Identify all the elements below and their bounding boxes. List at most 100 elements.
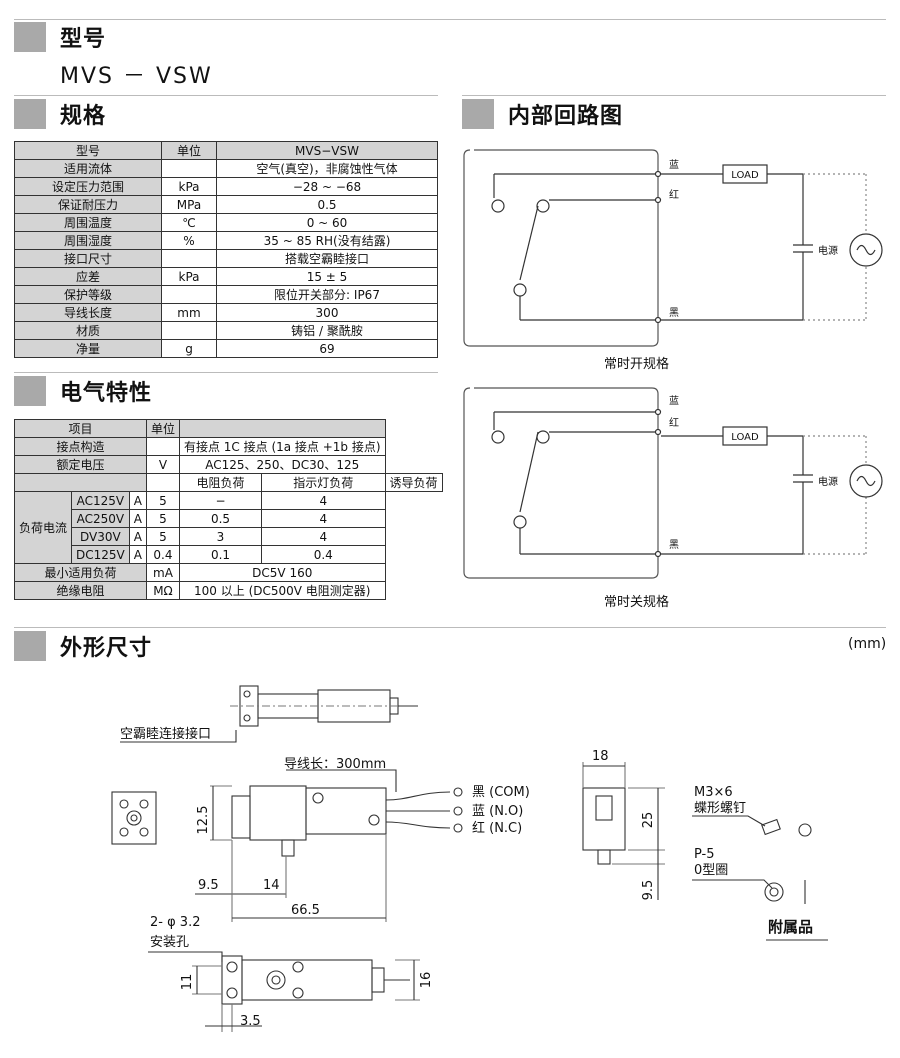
table-cell: 4 [260, 527, 386, 546]
spec-header: MVS−VSW [216, 141, 438, 160]
label-red: 红 [669, 188, 679, 201]
table-cell: A [128, 509, 147, 528]
table-cell: 接口尺寸 [14, 249, 162, 268]
table-cell: 材质 [14, 321, 162, 340]
section-title: 型号 [60, 27, 107, 52]
wire-red-label: 红 (N.C) [472, 820, 522, 836]
screw-spec: M3×6 [694, 785, 733, 800]
dim-12-5: 12.5 [196, 806, 211, 835]
table-cell: 0.5 [216, 195, 438, 214]
label-black: 黑 [669, 307, 679, 319]
table-cell: 导线长度 [14, 303, 162, 322]
model-value: MVS － VSW [60, 64, 213, 89]
port-label: 空霸睦连接接口 [120, 726, 211, 742]
oring-spec: P-5 [694, 847, 715, 862]
table-row: 接口尺寸 搭载空霸睦接口 [14, 249, 438, 268]
load-label: 负荷电流 [13, 491, 73, 564]
table-cell: 周围湿度 [14, 231, 162, 250]
table-cell: 净量 [14, 339, 162, 358]
dim-9-5-side: 9.5 [641, 880, 656, 901]
insulation-label: 绝缘电阻 [14, 581, 147, 600]
table-cell: A [128, 545, 147, 564]
table-row: 适用流体空气(真空)，非腐蚀性气体 [14, 159, 438, 178]
oring-label: 0型圈 [694, 863, 728, 878]
min-load-label: 最小适用负荷 [14, 563, 147, 582]
divider [14, 372, 438, 373]
table-cell: 0.4 [260, 545, 386, 564]
table-cell: 铸铝 / 聚酰胺 [216, 321, 438, 340]
table-cell: 300 [216, 303, 438, 322]
label-red: 红 [669, 416, 679, 429]
table-cell: 5 [145, 527, 180, 546]
table-cell: % [161, 231, 217, 250]
table-cell: 4 [260, 491, 386, 510]
table-cell: MPa [161, 195, 217, 214]
divider [14, 19, 886, 20]
load-header: 诱导负荷 [384, 473, 443, 492]
table-cell: AC125V [71, 491, 130, 510]
section-header-dims: 外形尺寸 [14, 631, 152, 661]
table-cell: 保证耐压力 [14, 195, 162, 214]
section-title: 内部回路图 [508, 104, 624, 129]
table-cell: 0 ~ 60 [216, 213, 438, 232]
divider [14, 627, 886, 628]
dim-11: 11 [180, 974, 195, 991]
section-header-spec: 规格 [14, 99, 106, 129]
table-row: 周围湿度%35 ~ 85 RH(没有结露) [14, 231, 438, 250]
table-cell: 0.1 [178, 545, 262, 564]
table-cell: 设定压力范围 [14, 177, 162, 196]
table-cell: 应差 [14, 267, 162, 286]
table-cell: 适用流体 [14, 159, 162, 178]
lead-length-label: 导线长：300mm [284, 757, 386, 772]
dim-66-5: 66.5 [291, 903, 320, 918]
spec-header: 单位 [161, 141, 217, 160]
contact-value: 有接点 1C 接点 (1a 接点 +1b 接点) [178, 437, 386, 456]
section-header-circuit: 内部回路图 [462, 99, 623, 129]
mounting-holes-label: 安装孔 [150, 935, 189, 950]
load-header: 电阻负荷 [178, 473, 262, 492]
table-cell: 搭载空霸睦接口 [216, 249, 438, 268]
voltage-unit: V [145, 455, 180, 474]
table-cell: A [128, 491, 147, 510]
dim-3-5: 3.5 [240, 1014, 261, 1029]
wire-black-label: 黑 (COM) [472, 785, 530, 800]
col-item: 项目 [14, 419, 147, 438]
table-cell [161, 285, 217, 304]
table-cell: 0.4 [145, 545, 180, 564]
screw-label: 蝶形螺钉 [694, 801, 746, 816]
table-cell: kPa [161, 267, 217, 286]
section-header-electric: 电气特性 [14, 376, 152, 406]
min-load-unit: mA [145, 563, 180, 582]
label-blue: 蓝 [669, 159, 679, 171]
label-blue: 蓝 [669, 395, 679, 407]
label-black: 黑 [669, 539, 679, 551]
table-cell: 4 [260, 509, 386, 528]
table-cell: A [128, 527, 147, 546]
table-cell: −28 ~ −68 [216, 177, 438, 196]
table-cell: kPa [161, 177, 217, 196]
load-header: 指示灯负荷 [260, 473, 386, 492]
wire-blue-label: 蓝 (N.O) [472, 804, 523, 819]
caption-normally-open: 常时开规格 [604, 356, 669, 372]
table-cell: mm [161, 303, 217, 322]
dim-16: 16 [419, 972, 434, 989]
section-title: 电气特性 [60, 381, 153, 406]
insulation-unit: MΩ [145, 581, 180, 600]
spec-header: 型号 [14, 141, 162, 160]
table-cell: 0.5 [178, 509, 262, 528]
table-cell: 周围温度 [14, 213, 162, 232]
table-cell: 5 [145, 491, 180, 510]
dim-18: 18 [592, 749, 609, 764]
table-cell: 保护等级 [14, 285, 162, 304]
voltage-label: 额定电压 [14, 455, 147, 474]
table-cell: 限位开关部分: IP67 [216, 285, 438, 304]
table-cell: 5 [145, 509, 180, 528]
